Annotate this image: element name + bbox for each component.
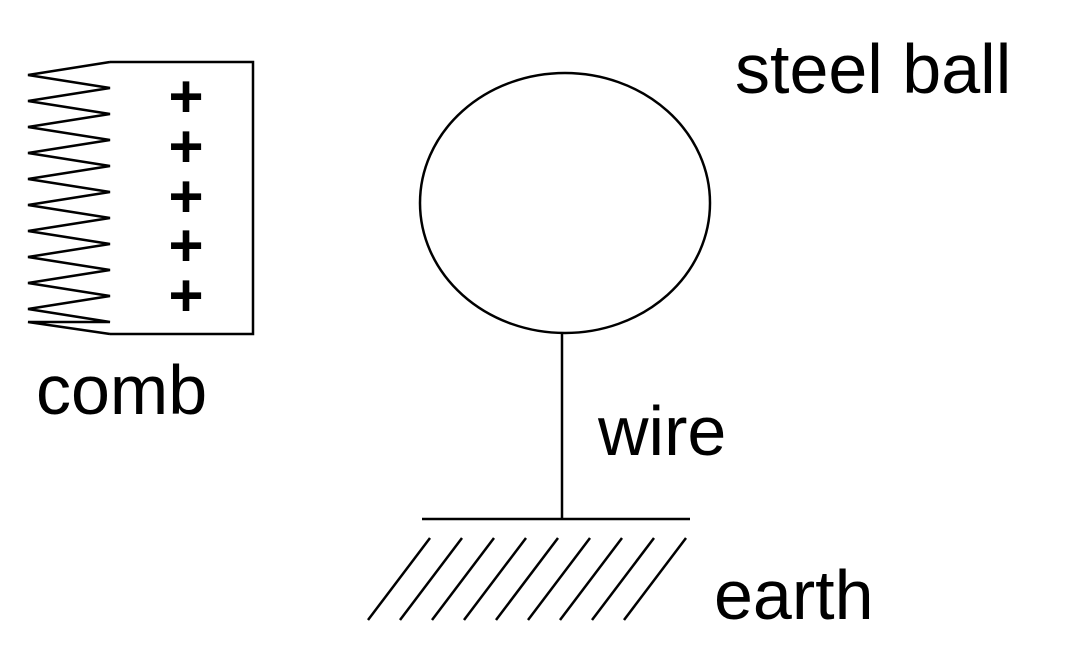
steel-ball-circle bbox=[418, 71, 712, 335]
wire: wire bbox=[560, 333, 726, 519]
plus-sign: + bbox=[168, 163, 203, 230]
earth-hatching bbox=[367, 537, 687, 621]
plus-sign: + bbox=[168, 63, 203, 130]
earth-label: earth bbox=[714, 556, 874, 634]
plus-sign: + bbox=[168, 113, 203, 180]
plus-sign: + bbox=[168, 262, 203, 329]
comb: + + + + + comb bbox=[27, 60, 255, 429]
steel-ball-label: steel ball bbox=[735, 30, 1011, 108]
wire-label: wire bbox=[597, 392, 726, 470]
earth: earth bbox=[367, 517, 874, 634]
plus-sign: + bbox=[168, 212, 203, 279]
comb-charges: + + + + + bbox=[168, 63, 203, 329]
comb-label: comb bbox=[36, 351, 207, 429]
comb-teeth bbox=[27, 60, 111, 336]
comb-body bbox=[110, 60, 255, 336]
steel-ball: steel ball bbox=[418, 30, 1011, 335]
